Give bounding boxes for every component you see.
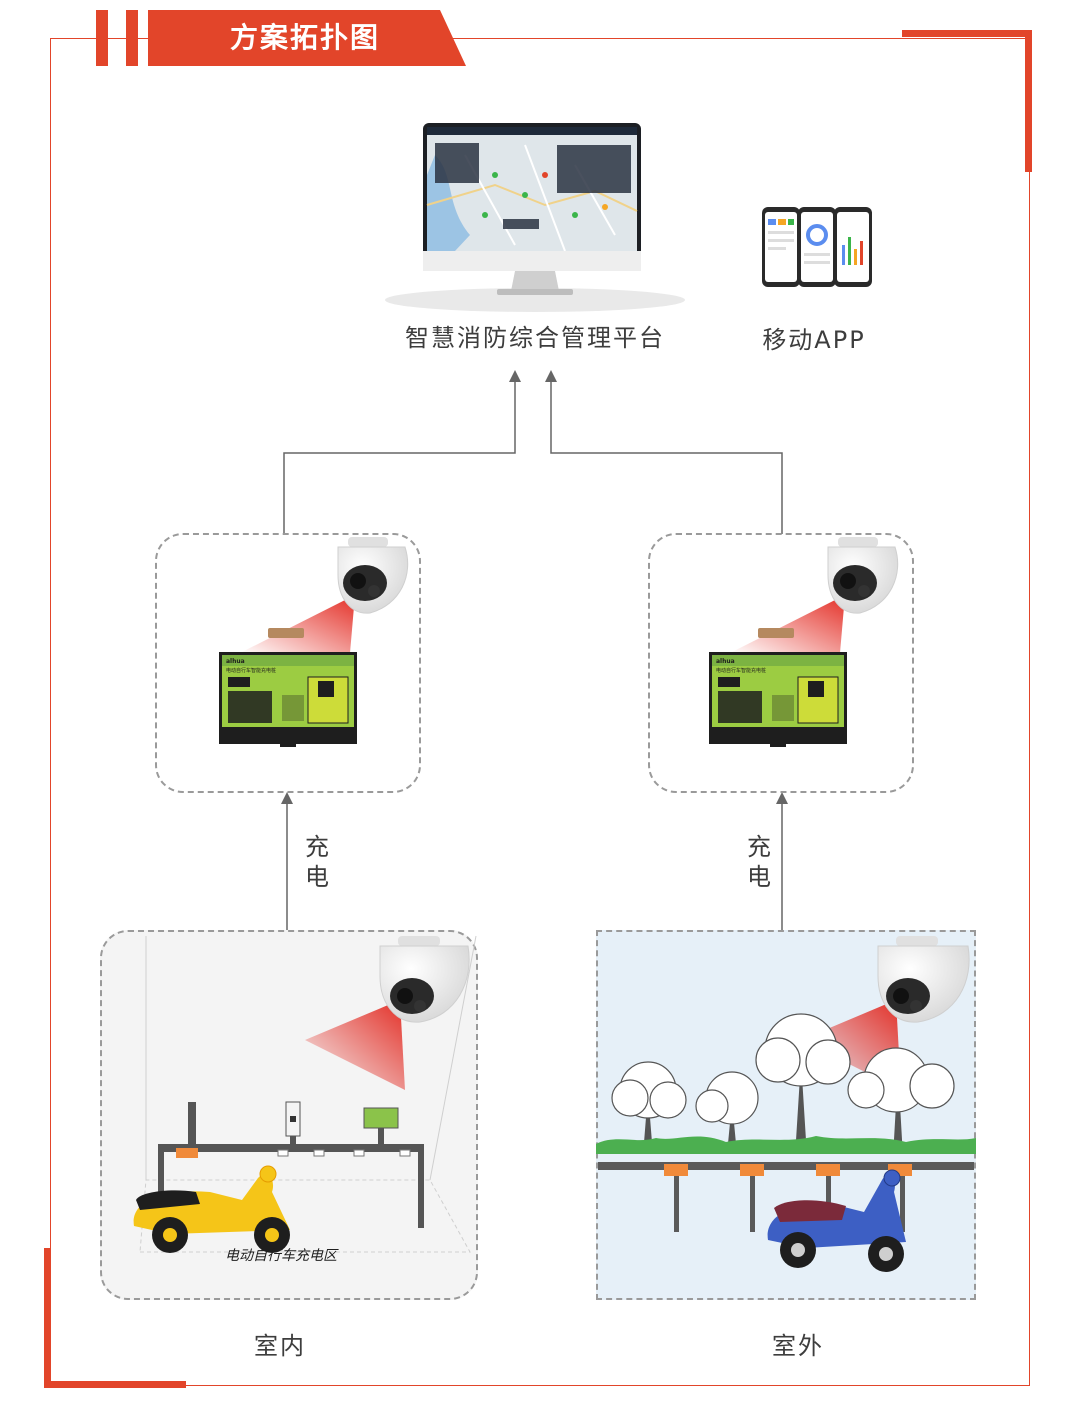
page-title: 方案拓扑图 [229,21,380,54]
header-stripe [96,10,108,66]
thermal-camera-icon [877,936,970,1023]
thermal-camera-icon [337,537,409,614]
svg-text:电动自行车智能充电桩: 电动自行车智能充电桩 [226,667,276,674]
svg-text:alhua: alhua [716,658,735,665]
thermal-camera-icon [827,537,899,614]
outer-frame [50,38,1030,1386]
mobile-app-label: 移动APP [762,326,866,354]
svg-text:alhua: alhua [226,658,245,665]
outdoor-scene-illustration [596,936,976,1272]
indoor-label: 室内 [254,1332,306,1360]
title-banner [148,10,466,66]
cabinet-box-left [155,533,421,793]
platform-label: 智慧消防综合管理平台 [405,324,665,352]
charging-cabinet-icon: alhua 电动自行车智能充电桩 [709,628,847,747]
cabinet-box-right [648,533,914,793]
charge-label-right-2: 电 [747,863,771,891]
outdoor-label: 室外 [772,1332,824,1360]
thermal-camera-icon [379,936,470,1023]
charging-cabinet-icon: alhua 电动自行车智能充电桩 [219,628,357,747]
mobile-app-illustration [762,207,872,287]
svg-text:电动自行车智能充电桩: 电动自行车智能充电桩 [716,667,766,674]
monitor-illustration [385,123,685,312]
thermal-camera-cabinet-left: alhua 电动自行车智能充电桩 [219,537,409,747]
charge-label-right-1: 充 [747,833,771,861]
scooter-yellow-icon [133,1165,290,1253]
tree-icon [611,1013,955,1151]
corner-accent-bottom-left [44,1248,186,1388]
scooter-blue-icon [767,1169,906,1272]
header-stripe [126,10,138,66]
indoor-scene-illustration: 电动自行车充电区 [133,935,477,1264]
charge-label-left-1: 充 [305,833,329,861]
indoor-zone-text: 电动自行车充电区 [225,1248,339,1264]
charge-label-left-2: 电 [305,863,329,891]
thermal-camera-cabinet-right: alhua 电动自行车智能充电桩 [709,537,899,747]
corner-accent-top-right [902,30,1032,172]
